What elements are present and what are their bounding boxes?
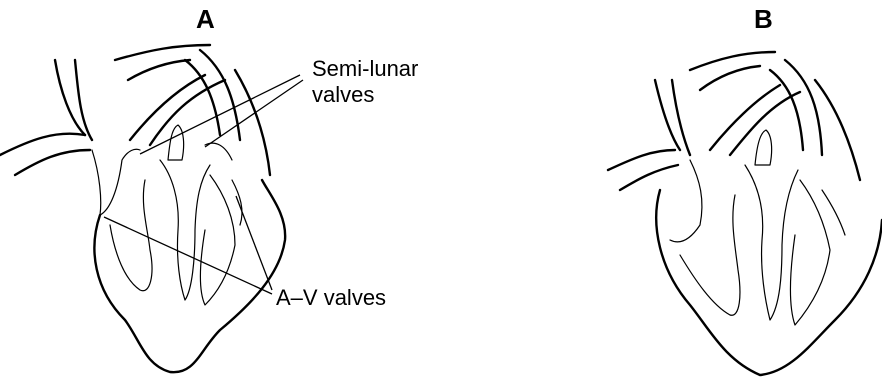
heart-a-vessel-left-2 [15, 150, 90, 175]
heart-b-left-ventricle [790, 180, 830, 325]
heart-b-semilunar-left [755, 130, 772, 165]
heart-a-semilunar-right [205, 143, 232, 160]
heart-a-left-atrium [92, 149, 140, 215]
panel-b-title: B [754, 4, 773, 35]
heart-b-vessel-right [815, 80, 860, 180]
heart-a-left-ventricle [200, 175, 235, 305]
heart-b-vessel-left-3 [655, 80, 680, 150]
heart-a-av-valve-right [232, 180, 242, 225]
heart-a-semilunar-left [168, 125, 184, 160]
heart-b-vessel-left-1 [608, 150, 675, 170]
heart-b-right-ventricle [680, 195, 740, 315]
heart-a-aorta-2 [115, 45, 210, 60]
heart-b-pulm-2 [785, 60, 822, 155]
heart-a-aorta-3 [130, 75, 205, 140]
heart-b-outer-wall [656, 190, 882, 375]
heart-b-aorta-3 [710, 85, 780, 150]
semi-lunar-valves-label: Semi-lunar valves [312, 56, 472, 108]
av-valves-label: A–V valves [276, 285, 386, 311]
heart-a-vessel-left-3 [55, 60, 85, 135]
heart-b-vessel-left-4 [672, 80, 690, 155]
heart-a-septum [160, 160, 210, 300]
heart-b-av-valve-right [822, 190, 845, 235]
panel-a-title: A [196, 4, 215, 35]
heart-b-pulm-1 [770, 70, 803, 150]
leader-semi-lunar-2 [205, 80, 303, 147]
heart-b-vessel-left-2 [620, 165, 678, 190]
heart-a-aorta-1 [128, 60, 190, 80]
heart-a-aorta-4 [150, 80, 225, 145]
leader-av-1 [104, 217, 272, 294]
leader-semi-lunar-1 [140, 75, 300, 154]
heart-b-aorta-2 [690, 52, 775, 70]
semi-lunar-label-line2: valves [312, 82, 472, 108]
heart-a [0, 45, 303, 372]
heart-b-left-atrium [670, 160, 702, 242]
leader-av-2 [236, 196, 272, 290]
heart-a-vessel-left-4 [75, 60, 92, 140]
semi-lunar-label-line1: Semi-lunar [312, 56, 472, 82]
heart-a-outer-wall [94, 180, 285, 372]
heart-b-aorta-1 [700, 66, 760, 90]
heart-b-aorta-4 [730, 92, 800, 155]
heart-b [608, 52, 882, 375]
